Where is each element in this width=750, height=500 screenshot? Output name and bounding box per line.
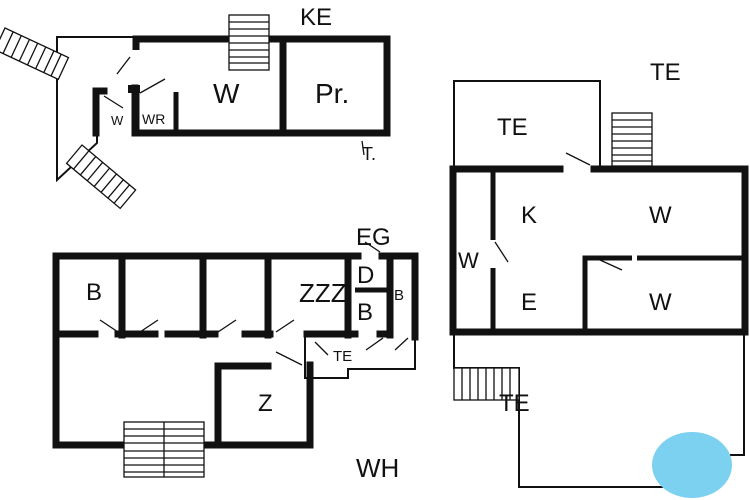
ke-wc-wall bbox=[92, 87, 108, 137]
room-label-wr: WR bbox=[142, 111, 165, 127]
room-label-b2: B bbox=[357, 299, 373, 326]
right-plan: TE TE TE K W W E W bbox=[449, 59, 749, 498]
eg-stairs bbox=[123, 421, 205, 478]
eg-te-outline bbox=[304, 337, 416, 379]
ke-plan: KE W Pr. W WR T. bbox=[0, 4, 391, 210]
room-label-k: K bbox=[521, 202, 537, 229]
right-stairs-bottom bbox=[453, 367, 520, 401]
room-label-b3: B bbox=[394, 287, 404, 304]
room-label-zzz: ZZZ bbox=[299, 278, 347, 308]
eg-outer-wall bbox=[52, 252, 362, 449]
room-label-w-small: W bbox=[111, 113, 124, 128]
bottom-terrace-outline bbox=[453, 335, 680, 488]
eg-plan: EG WH B ZZZ D B B TE Z bbox=[52, 224, 419, 483]
floor-label-eg: EG bbox=[356, 224, 391, 251]
terrace-label-outer: TE bbox=[650, 59, 681, 86]
pool bbox=[652, 432, 732, 498]
terrace-label-top: TE bbox=[497, 114, 528, 141]
area-label-wh: WH bbox=[356, 453, 399, 483]
ke-stairs-top bbox=[228, 14, 270, 71]
ke-terrace-outline bbox=[56, 36, 133, 183]
room-label-te: TE bbox=[333, 348, 352, 365]
room-label-z: Z bbox=[258, 390, 273, 417]
ke-stairs-left bbox=[0, 27, 70, 81]
marker-t: T. bbox=[362, 144, 376, 164]
top-terrace-outline bbox=[453, 80, 601, 166]
room-label-w2: W bbox=[649, 289, 672, 316]
ke-stairs-bottom bbox=[65, 144, 137, 210]
room-label-w1: W bbox=[649, 202, 672, 229]
room-label-w-side: W bbox=[458, 248, 479, 273]
room-label-w: W bbox=[213, 78, 240, 109]
floor-label-ke: KE bbox=[300, 4, 332, 31]
right-stairs-top bbox=[611, 112, 653, 167]
room-label-b: B bbox=[86, 279, 102, 306]
room-label-pr: Pr. bbox=[315, 78, 349, 109]
terrace-label-bottom: TE bbox=[499, 390, 530, 417]
room-label-e: E bbox=[521, 289, 537, 316]
right-outer-wall bbox=[449, 165, 749, 336]
room-label-d: D bbox=[357, 262, 374, 289]
